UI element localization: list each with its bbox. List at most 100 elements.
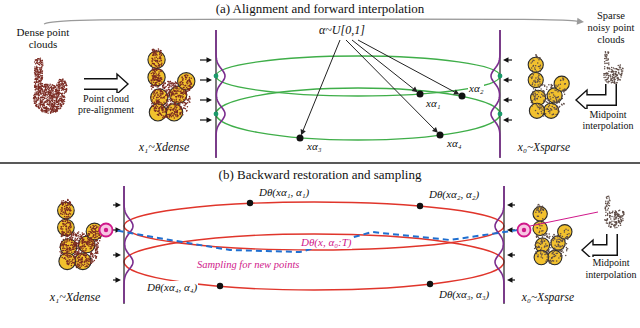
point (41, 80, 42, 81)
point (168, 114, 170, 116)
point (37, 73, 38, 74)
point (186, 98, 188, 100)
point (158, 68, 160, 70)
point (64, 81, 65, 82)
point (161, 91, 163, 93)
point (170, 95, 172, 97)
point (58, 93, 59, 94)
point (49, 94, 50, 95)
point (161, 54, 163, 56)
point (42, 92, 43, 93)
point (61, 80, 62, 81)
point (46, 109, 47, 110)
point (155, 65, 157, 67)
point (42, 105, 43, 106)
point (62, 101, 63, 102)
point (608, 64, 610, 66)
point (42, 85, 43, 86)
point (616, 71, 618, 73)
point (174, 117, 176, 119)
point (35, 73, 36, 74)
point (55, 110, 56, 111)
point (153, 81, 155, 83)
point (607, 67, 609, 69)
point (36, 62, 37, 63)
point (62, 99, 63, 100)
point (159, 53, 161, 55)
point (160, 90, 162, 92)
point (156, 51, 158, 53)
point (622, 68, 624, 70)
point (531, 78, 533, 80)
point (158, 104, 160, 106)
point (46, 101, 47, 102)
point (613, 71, 615, 73)
point (151, 70, 153, 72)
point (36, 75, 37, 76)
point (547, 109, 549, 111)
point (185, 79, 187, 81)
point (612, 69, 614, 71)
point (56, 83, 57, 84)
point (38, 86, 39, 87)
point (53, 87, 54, 88)
point (45, 87, 46, 88)
point (159, 75, 161, 77)
point (189, 81, 191, 83)
point (170, 115, 172, 117)
point (150, 80, 152, 82)
point (45, 101, 46, 102)
point (34, 86, 35, 87)
point (58, 92, 59, 93)
point (52, 101, 53, 102)
point (157, 95, 159, 97)
point (34, 68, 35, 69)
point (182, 84, 184, 86)
point (43, 97, 44, 98)
point (48, 91, 49, 92)
point (188, 80, 190, 82)
point (617, 78, 619, 80)
point (182, 92, 184, 94)
point (160, 97, 162, 99)
point (160, 58, 162, 60)
point (533, 74, 535, 76)
point (174, 90, 176, 92)
point (36, 59, 37, 60)
point (45, 87, 46, 88)
point (152, 49, 154, 51)
point (51, 110, 52, 111)
point (551, 106, 553, 108)
point (185, 85, 187, 87)
point (42, 95, 43, 96)
point (54, 104, 55, 105)
point (37, 68, 38, 69)
point (613, 67, 615, 69)
point (174, 83, 176, 85)
point (159, 80, 161, 82)
point (34, 97, 35, 98)
point (171, 83, 173, 85)
point (35, 71, 36, 72)
point (34, 94, 35, 95)
point (60, 104, 61, 105)
cluster-circle (528, 73, 543, 88)
point (52, 109, 53, 110)
point (53, 111, 54, 112)
point (620, 67, 622, 69)
point (54, 93, 55, 94)
point (608, 59, 610, 61)
point (608, 81, 610, 83)
point (164, 87, 166, 89)
point (40, 94, 41, 95)
point (62, 79, 63, 80)
point (170, 92, 172, 94)
point (154, 76, 156, 78)
point (59, 100, 60, 101)
point (150, 96, 152, 98)
point (191, 87, 193, 89)
point (612, 77, 614, 79)
point (39, 74, 40, 75)
point (38, 83, 39, 84)
point (57, 97, 58, 98)
